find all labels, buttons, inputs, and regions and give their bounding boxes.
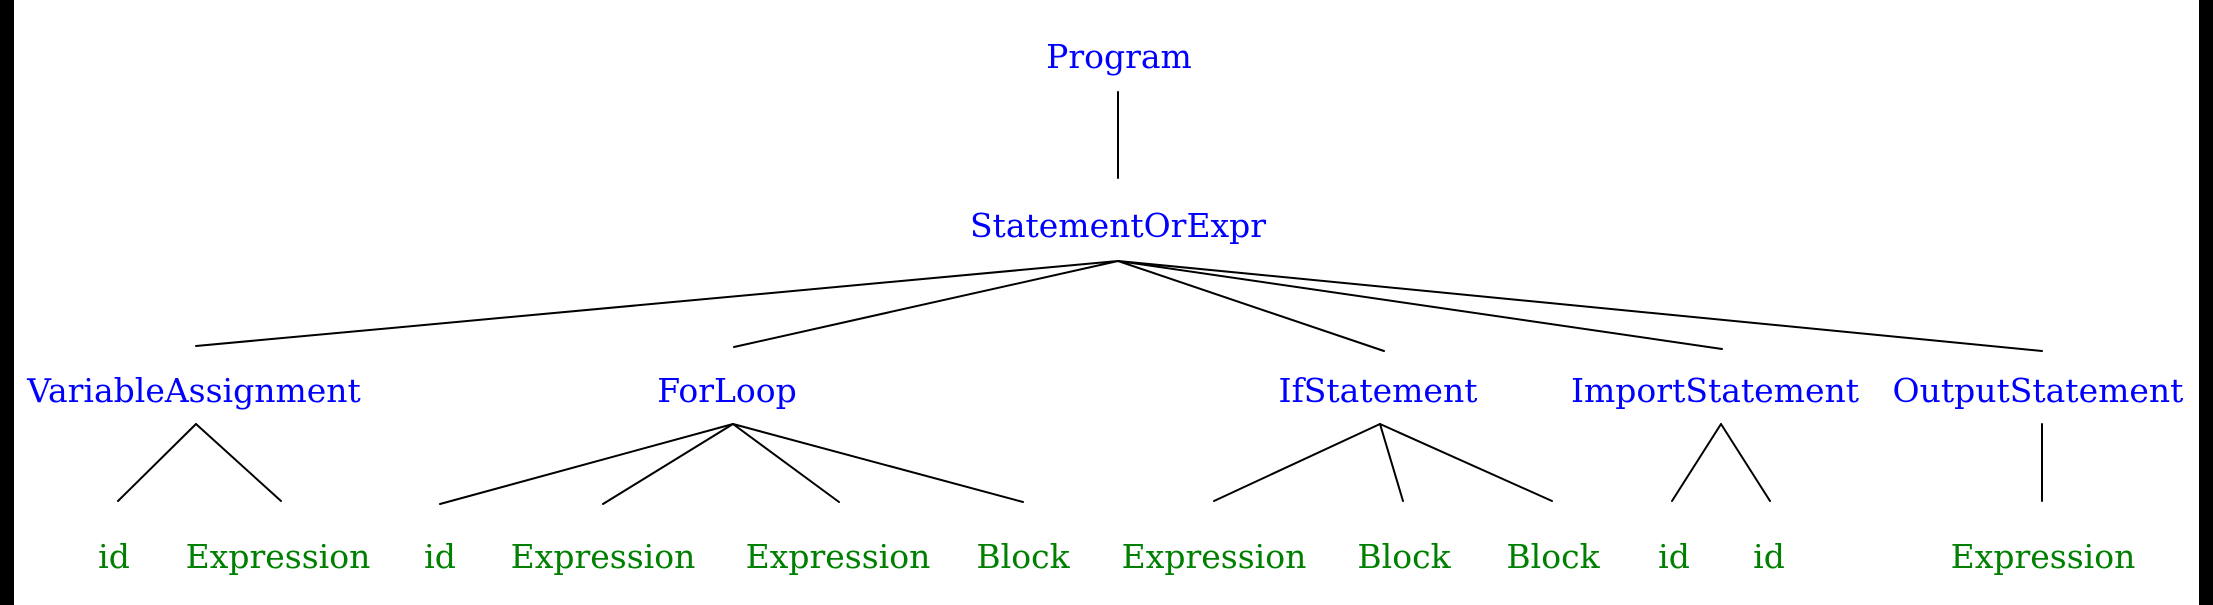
right-letterbox-bar xyxy=(2199,0,2213,605)
edge-statementorexpr-variableassignment xyxy=(195,260,1119,347)
tree-node-variableassignment: VariableAssignment xyxy=(27,370,361,410)
tree-node-block-3: Block xyxy=(1506,536,1600,576)
tree-node-block-2: Block xyxy=(1357,536,1451,576)
tree-node-forloop: ForLoop xyxy=(657,370,797,410)
edge-importstatement-id-2 xyxy=(1720,423,1771,502)
edge-variableassignment-id xyxy=(117,423,197,502)
left-letterbox-bar xyxy=(0,0,14,605)
tree-node-outputstatement: OutputStatement xyxy=(1892,370,2184,410)
tree-node-expression-1: Expression xyxy=(185,536,371,576)
tree-node-block-1: Block xyxy=(976,536,1070,576)
edge-forloop-id xyxy=(439,423,734,505)
edge-statementorexpr-importstatement xyxy=(1117,260,1723,350)
edge-ifstatement-block-2 xyxy=(1379,423,1553,502)
edge-statementorexpr-outputstatement xyxy=(1117,260,2043,352)
edge-importstatement-id-1 xyxy=(1671,423,1722,502)
edge-forloop-expression-1 xyxy=(602,423,734,505)
edge-variableassignment-expression xyxy=(195,423,282,502)
tree-node-importstatement: ImportStatement xyxy=(1570,370,1860,410)
tree-node-id-4: id xyxy=(1753,536,1785,576)
edge-forloop-expression-2 xyxy=(732,423,840,503)
tree-node-expression-3: Expression xyxy=(745,536,931,576)
edge-statementorexpr-forloop xyxy=(733,260,1119,348)
tree-node-expression-4: Expression xyxy=(1121,536,1307,576)
tree-node-id-1: id xyxy=(98,536,130,576)
tree-node-id-3: id xyxy=(1658,536,1690,576)
edge-forloop-block xyxy=(732,423,1024,503)
tree-node-program: Program xyxy=(1046,36,1192,76)
edge-ifstatement-expression xyxy=(1213,423,1381,502)
tree-node-expression-2: Expression xyxy=(510,536,696,576)
edge-statementorexpr-ifstatement xyxy=(1117,260,1385,352)
edge-ifstatement-block-1 xyxy=(1379,423,1404,502)
tree-node-expression-5: Expression xyxy=(1950,536,2136,576)
tree-node-statementorexpr: StatementOrExpr xyxy=(969,205,1267,245)
tree-node-ifstatement: IfStatement xyxy=(1278,370,1478,410)
tree-node-id-2: id xyxy=(424,536,456,576)
